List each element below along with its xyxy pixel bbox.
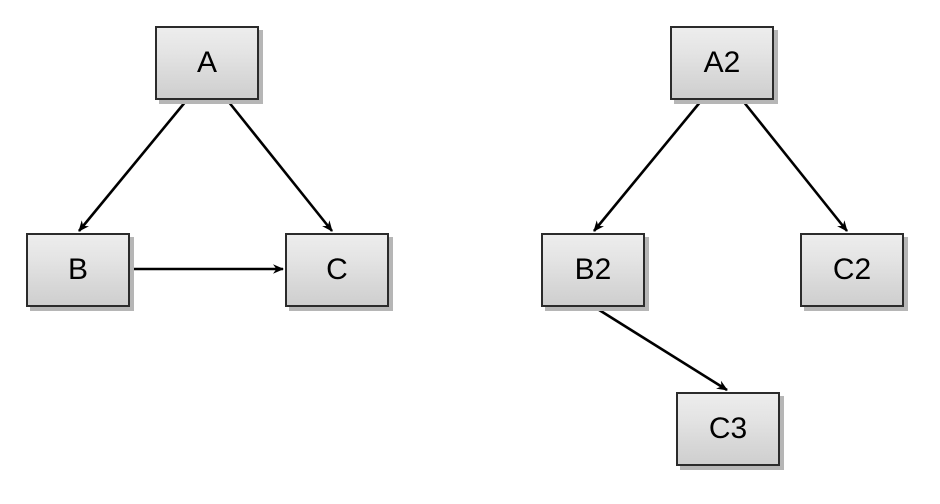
node-A2[interactable]: A2 bbox=[670, 26, 774, 100]
node-label-B2: B2 bbox=[574, 253, 612, 286]
node-C2[interactable]: C2 bbox=[800, 233, 904, 307]
node-label-C3: C3 bbox=[708, 412, 748, 445]
node-C3[interactable]: C3 bbox=[676, 392, 780, 466]
edge-B2-C3 bbox=[595, 306, 728, 392]
node-B2[interactable]: B2 bbox=[541, 233, 645, 307]
edges-group bbox=[77, 100, 849, 392]
node-label-C: C bbox=[326, 253, 348, 286]
edge-A-B bbox=[77, 100, 188, 232]
node-B[interactable]: B bbox=[26, 233, 130, 307]
node-C[interactable]: C bbox=[285, 233, 389, 307]
node-A[interactable]: A bbox=[155, 26, 259, 100]
edge-A2-B2 bbox=[592, 100, 703, 232]
edge-A-C bbox=[226, 100, 334, 232]
node-label-B: B bbox=[67, 253, 88, 286]
edge-A2-C2 bbox=[741, 100, 849, 232]
node-label-A2: A2 bbox=[703, 46, 741, 79]
node-label-A: A bbox=[196, 46, 217, 79]
node-label-C2: C2 bbox=[832, 253, 872, 286]
